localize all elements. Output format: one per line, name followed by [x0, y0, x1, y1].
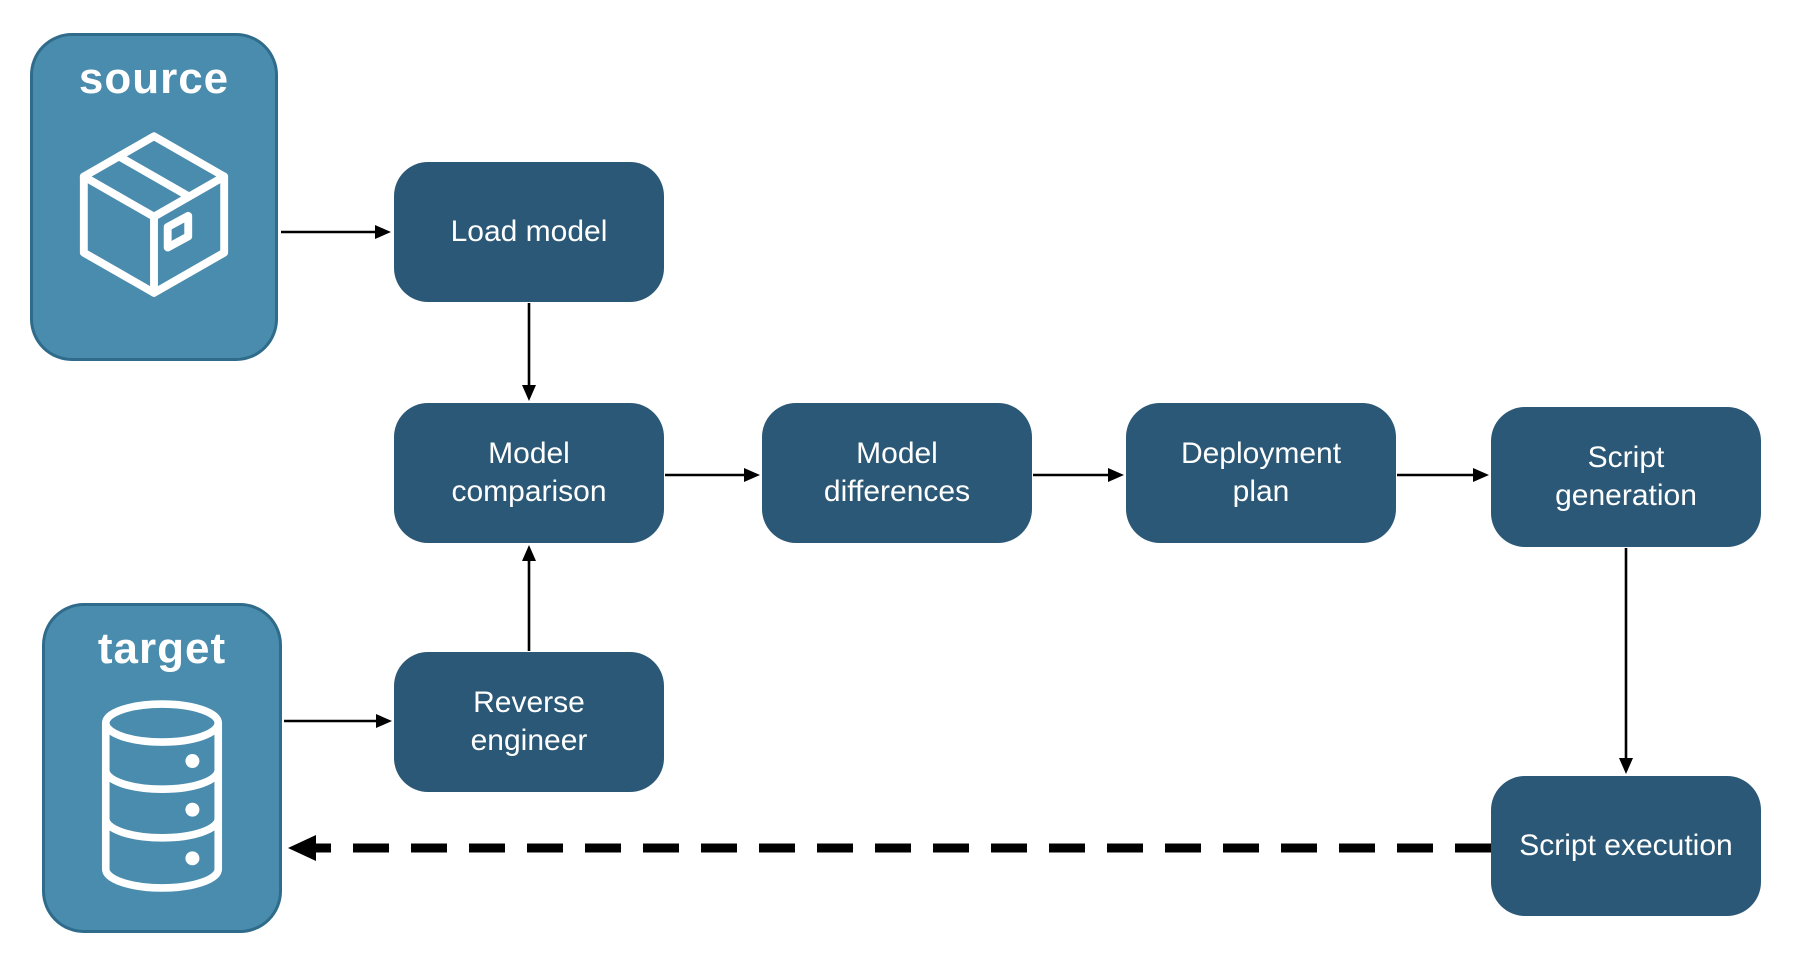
source-container: source	[30, 33, 278, 361]
node-script-execution: Script execution	[1491, 776, 1761, 916]
node-label: Model comparison	[451, 436, 607, 508]
source-label: source	[78, 54, 230, 103]
node-label: Script execution	[1519, 828, 1733, 862]
node-model-comparison: Model comparison	[394, 403, 664, 543]
node-label: Load model	[450, 214, 608, 248]
node-script-generation: Script generation	[1491, 407, 1761, 547]
target-container: target	[42, 603, 282, 933]
node-deployment-plan: Deployment plan	[1126, 403, 1396, 543]
node-model-differences: Model differences	[762, 403, 1032, 543]
node-reverse-engineer: Reverse engineer	[394, 652, 664, 792]
package-icon	[79, 132, 229, 297]
node-load-model: Load model	[394, 162, 664, 302]
database-icon	[101, 700, 223, 892]
node-label: Script generation	[1555, 440, 1697, 512]
node-label: Reverse engineer	[470, 685, 588, 757]
node-label: Deployment plan	[1180, 436, 1342, 508]
target-label: target	[97, 624, 227, 673]
node-label: Model differences	[823, 436, 971, 508]
